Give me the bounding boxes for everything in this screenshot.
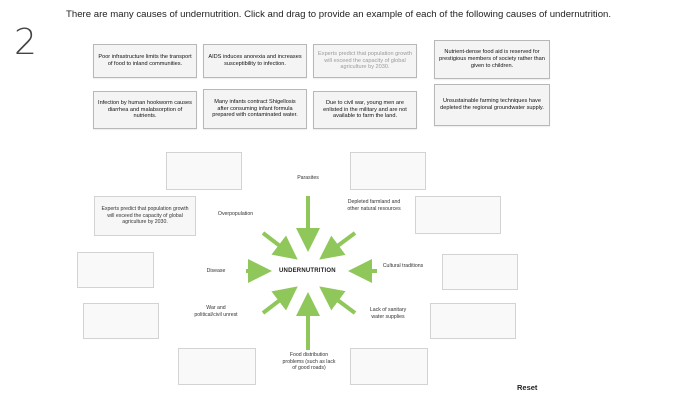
cause-war: War and political/civil unrest	[194, 305, 238, 318]
reset-button[interactable]: Reset	[517, 383, 538, 392]
cause-overpopulation: Overpopulation	[217, 211, 254, 217]
answer-card[interactable]: Unsustainable farming techniques have de…	[434, 84, 550, 126]
cause-parasites: Parasites	[297, 175, 319, 181]
answer-card-used[interactable]: Experts predict that population growth w…	[313, 44, 417, 78]
drop-slot-parasites-left[interactable]	[166, 152, 242, 190]
answer-card[interactable]: Due to civil war, young men are enlisted…	[313, 91, 417, 129]
question-instructions: There are many causes of undernutrition.…	[66, 9, 612, 20]
answer-card[interactable]: Many infants contract Shigellosis after …	[203, 89, 307, 129]
answer-card[interactable]: Infection by human hookworm causes diarr…	[93, 91, 197, 129]
drop-slot-cultural[interactable]	[442, 254, 518, 290]
cause-cultural-traditions: Cultural traditions	[382, 263, 424, 269]
drop-slot-disease[interactable]	[77, 252, 154, 288]
drop-slot-war[interactable]	[83, 303, 159, 339]
center-undernutrition: UNDERNUTRITION	[279, 268, 336, 274]
arrow-depleted	[319, 231, 357, 260]
drop-slot-overpopulation[interactable]: Experts predict that population growth w…	[94, 196, 196, 236]
drop-slot-food-right[interactable]	[350, 348, 428, 385]
cause-sanitary-water: Lack of sanitary water supplies	[369, 307, 407, 320]
answer-card[interactable]: Poor infrastructure limits the transport…	[93, 44, 197, 78]
drop-slot-depleted[interactable]	[415, 196, 501, 234]
arrow-overpopulation	[261, 231, 298, 260]
cause-disease: Disease	[206, 268, 226, 274]
drop-slot-sanitary[interactable]	[430, 303, 516, 339]
answer-card[interactable]: AIDS induces anorexia and increases susc…	[203, 44, 307, 78]
cause-food-distribution: Food distribution problems (such as lack…	[282, 352, 336, 371]
cause-depleted-farmland: Depleted farmland and other natural reso…	[347, 199, 401, 212]
drop-slot-food-left[interactable]	[178, 348, 256, 385]
arrow-sanitary	[319, 286, 357, 315]
arrow-war	[261, 286, 298, 315]
question-number: 2	[14, 22, 37, 63]
answer-card[interactable]: Nutrient-dense food aid is reserved for …	[434, 40, 550, 79]
drop-slot-parasites-right[interactable]	[350, 152, 426, 190]
